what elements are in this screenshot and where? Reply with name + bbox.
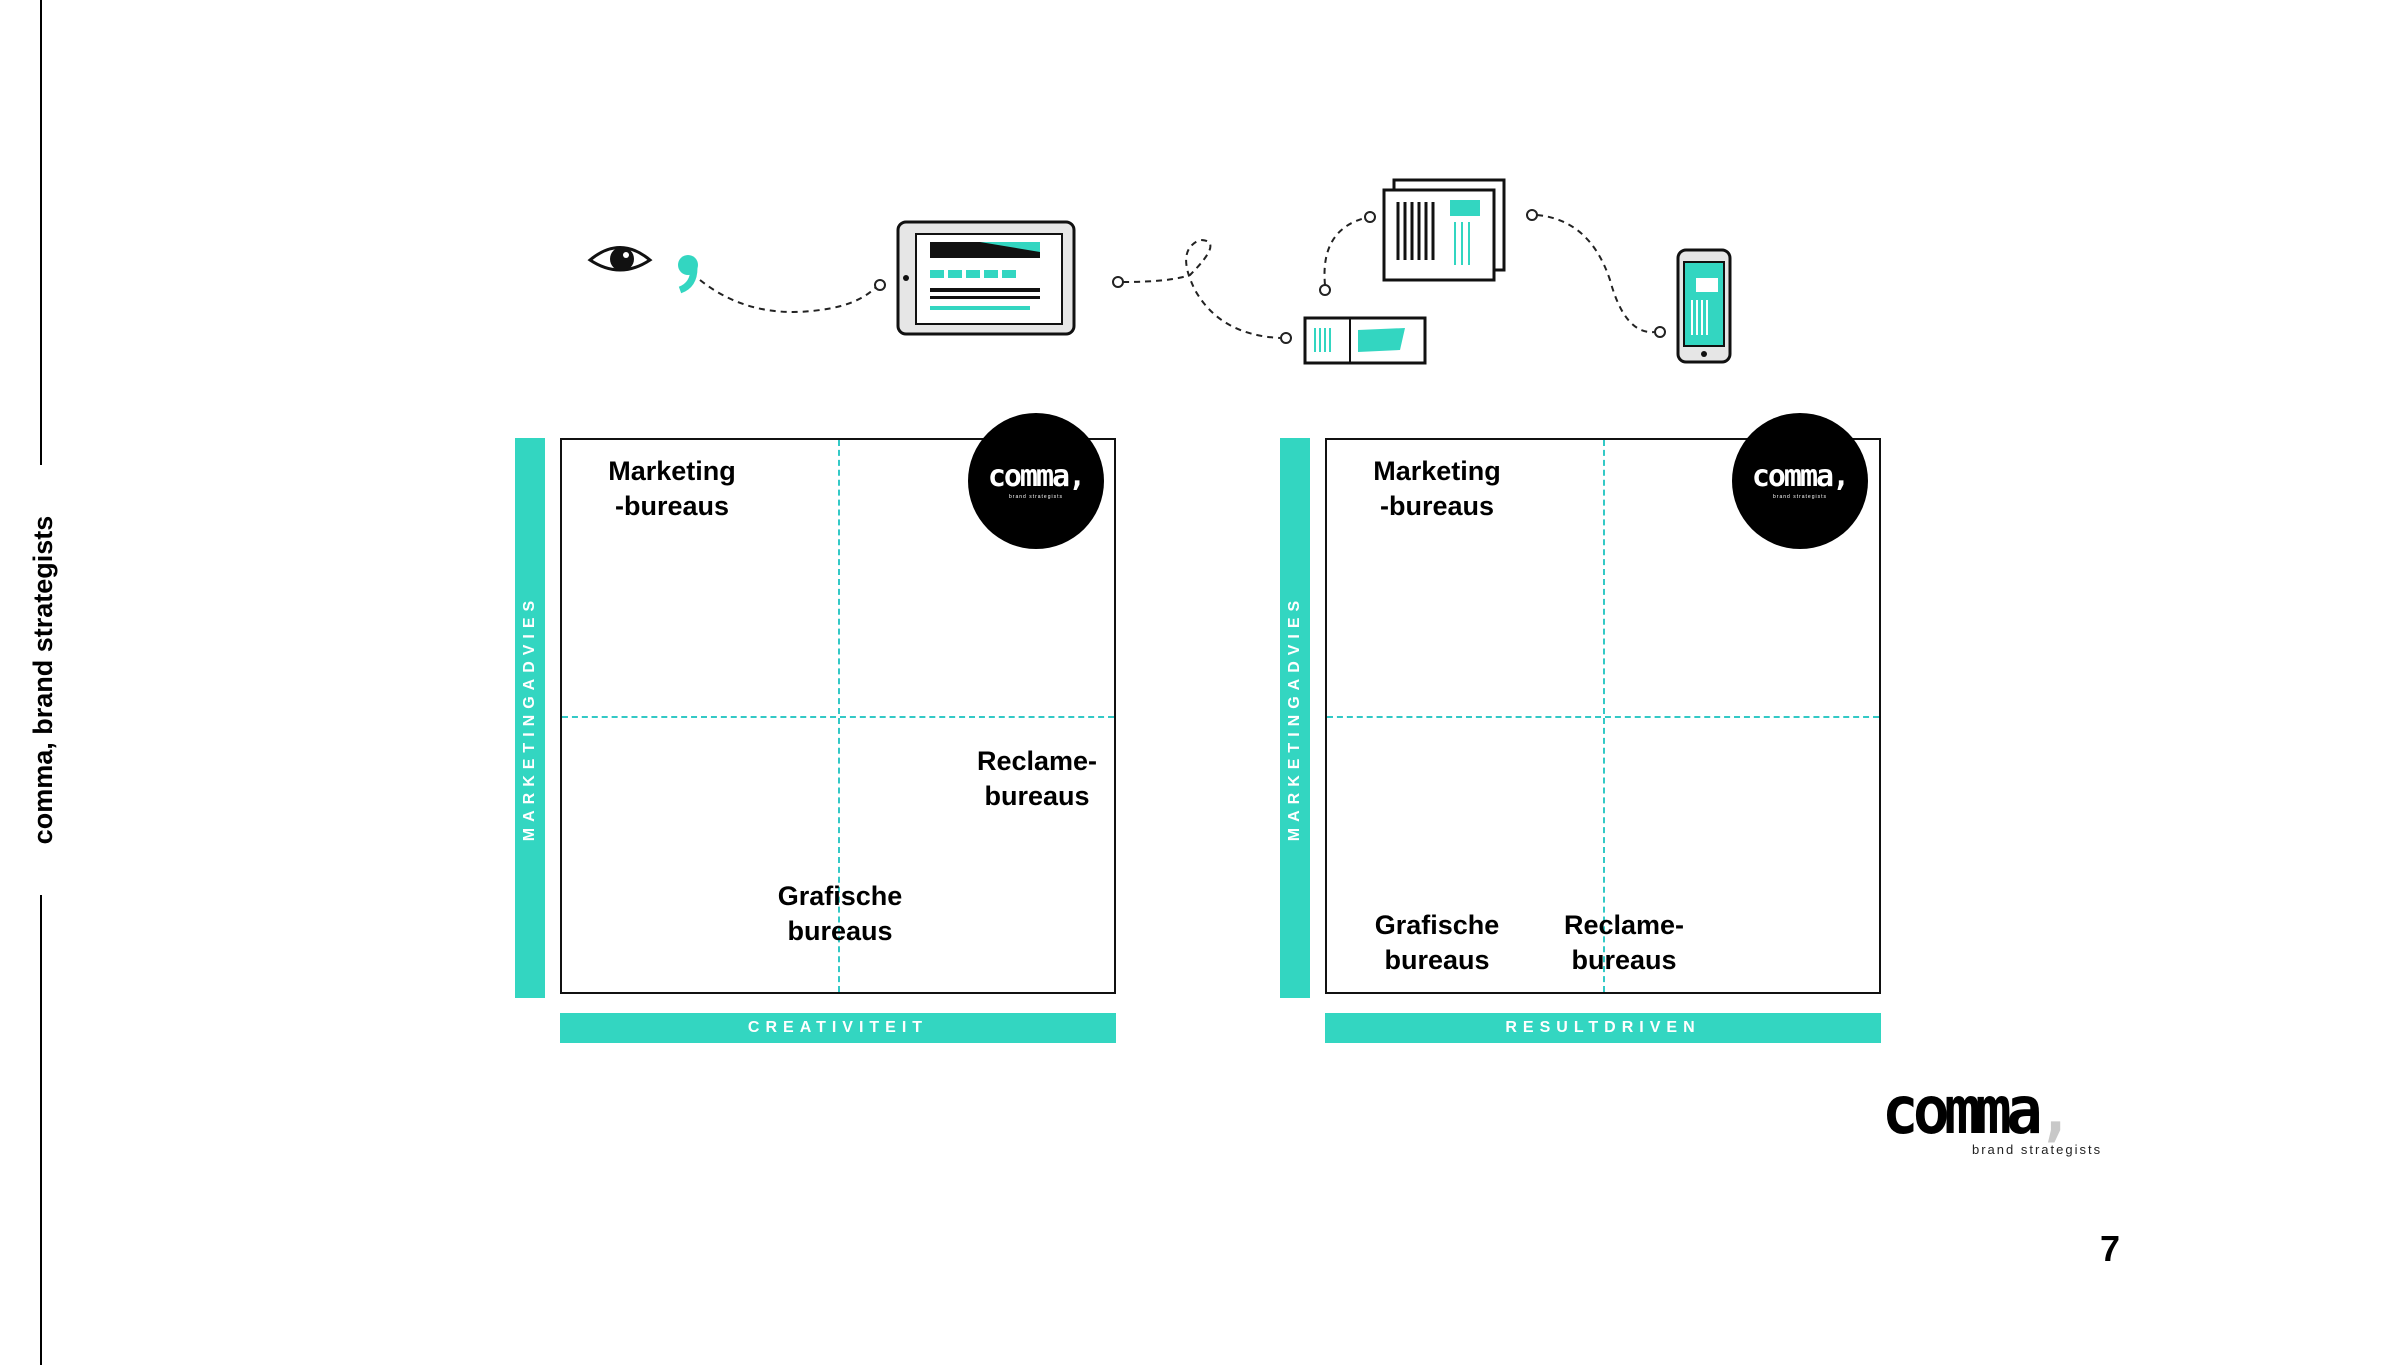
matrix-creativiteit: MARKETINGADVIES CREATIVITEIT comma, bran… (515, 413, 1116, 1048)
tablet-icon (896, 220, 1076, 336)
brochure-icon (1303, 316, 1427, 365)
matrix-resultdriven: MARKETINGADVIES RESULTDRIVEN comma, bran… (1280, 413, 1881, 1048)
label-marketing-bureaus: Marketing -bureaus (608, 456, 736, 521)
badge-word: comma, (1751, 459, 1850, 494)
comma-badge: comma, brand strategists (968, 413, 1104, 549)
horizontal-divider (562, 716, 1114, 718)
page-number: 7 (2100, 1228, 2121, 1269)
comma-icon (678, 255, 698, 294)
badge-tagline: brand strategists (1009, 494, 1063, 500)
sidebar-text: comma, brand strategists (28, 515, 58, 845)
y-axis-label: MARKETINGADVIES (521, 594, 538, 842)
logo-comma: , (2037, 1072, 2074, 1149)
label-grafische-bureaus: Grafische bureaus (777, 881, 903, 946)
label-reclame-bureaus: Reclame- bureaus (976, 746, 1098, 811)
eye-icon (587, 246, 653, 272)
dashed-path-1 (699, 279, 879, 313)
x-axis-label: CREATIVITEIT (560, 1013, 1116, 1043)
y-axis-bar: MARKETINGADVIES (1280, 438, 1310, 998)
comma-badge: comma, brand strategists (1732, 413, 1868, 549)
newspaper-icon (1382, 178, 1506, 282)
phone-icon (1676, 248, 1732, 364)
x-axis-label: RESULTDRIVEN (1325, 1013, 1881, 1043)
label-reclame-bureaus: Reclame- bureaus (1563, 910, 1685, 975)
horizontal-divider (1327, 716, 1879, 718)
dashed-path-2 (1122, 238, 1281, 339)
logo-word: comma (1882, 1072, 2043, 1149)
sidebar-line-top (40, 0, 42, 465)
y-axis-label: MARKETINGADVIES (1286, 594, 1303, 842)
badge-tagline: brand strategists (1773, 494, 1827, 500)
sidebar-line-bottom (40, 895, 42, 1365)
logo-tagline: brand strategists (1972, 1142, 2103, 1157)
label-grafische-bureaus: Grafische bureaus (1374, 910, 1500, 975)
comma-logo: comma, brand strategists (1882, 1078, 2112, 1168)
y-axis-bar: MARKETINGADVIES (515, 438, 545, 998)
journey-illustration (587, 178, 1732, 365)
dashed-path-4 (1536, 214, 1656, 334)
label-marketing-bureaus: Marketing -bureaus (1373, 456, 1501, 521)
dashed-path-3 (1323, 217, 1366, 286)
badge-word: comma, (987, 459, 1086, 494)
logo-wordmark: comma, (1882, 1078, 2094, 1144)
